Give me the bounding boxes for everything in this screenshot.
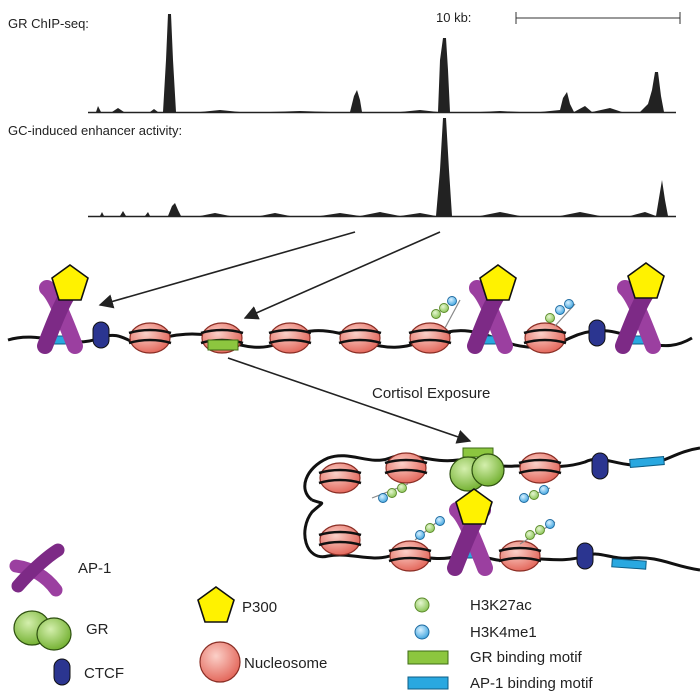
legend-gr-label: GR: [86, 621, 109, 638]
enhancer-track-label: GC-induced enhancer activity:: [8, 123, 182, 138]
nucleosome: [497, 539, 543, 573]
legend-p300-label: P300: [242, 599, 277, 616]
legend-nucleosome-label: Nucleosome: [244, 655, 327, 672]
linear-chromatin: [7, 262, 693, 355]
arrows: [98, 231, 472, 444]
nucleosome: [317, 523, 363, 557]
ctcf-protein: [576, 542, 594, 570]
p300-coactivator: [51, 264, 89, 301]
legend-h3k4me1-label: H3K4me1: [470, 624, 537, 641]
legend-ap1-motif-label: AP-1 binding motif: [470, 675, 593, 692]
arrow-to-looped-state: [227, 357, 472, 444]
scale-label: 10 kb:: [436, 10, 471, 25]
legend: AP-1 GR CTCF P300 Nucleosome H3K27ac: [9, 543, 593, 692]
legend-gr-motif: GR binding motif: [407, 649, 583, 666]
track-labels: GR ChIP-seq: GC-induced enhancer activit…: [8, 10, 471, 138]
arrow-to-ap1-site: [98, 231, 356, 309]
legend-ap1-motif: AP-1 binding motif: [407, 675, 593, 692]
legend-ap1: AP-1: [9, 543, 111, 597]
legend-h3k27ac-label: H3K27ac: [470, 597, 532, 614]
nucleosome: [267, 321, 313, 355]
ap1-binding-motif-box: [629, 455, 665, 469]
p300-coactivator: [479, 264, 517, 301]
cortisol-exposure-label: Cortisol Exposure: [372, 385, 490, 402]
nucleosome: [522, 321, 568, 355]
chip-seq-track: [88, 14, 675, 113]
nucleosome: [337, 321, 383, 355]
ctcf-protein: [92, 321, 110, 349]
nucleosome: [517, 451, 563, 485]
nucleosome: [127, 321, 173, 355]
ap1-binding-motif-box: [611, 558, 647, 570]
legend-nucleosome: Nucleosome: [199, 641, 327, 683]
legend-gr-motif-label: GR binding motif: [470, 649, 583, 666]
legend-gr: GR: [13, 610, 109, 651]
gr-binding-motif-box: [207, 339, 239, 351]
legend-h3k4me1: H3K4me1: [414, 624, 537, 641]
legend-p300: P300: [197, 586, 277, 623]
legend-h3k27ac: H3K27ac: [414, 597, 532, 614]
legend-ctcf-label: CTCF: [84, 665, 124, 682]
gr-monomer: [471, 453, 505, 487]
p300-coactivator: [627, 262, 665, 299]
nucleosome: [317, 461, 363, 495]
arrow-to-gr-site: [243, 231, 441, 320]
ctcf-protein: [588, 319, 606, 347]
nucleosome: [383, 451, 429, 485]
ctcf-protein: [591, 452, 609, 480]
nucleosome: [387, 539, 433, 573]
legend-ap1-label: AP-1: [78, 560, 111, 577]
looped-chromatin: [303, 446, 700, 573]
p300-coactivator: [455, 488, 493, 525]
scale-bar: [515, 12, 681, 24]
chip-track-label: GR ChIP-seq:: [8, 16, 89, 31]
legend-ctcf: CTCF: [53, 658, 124, 686]
